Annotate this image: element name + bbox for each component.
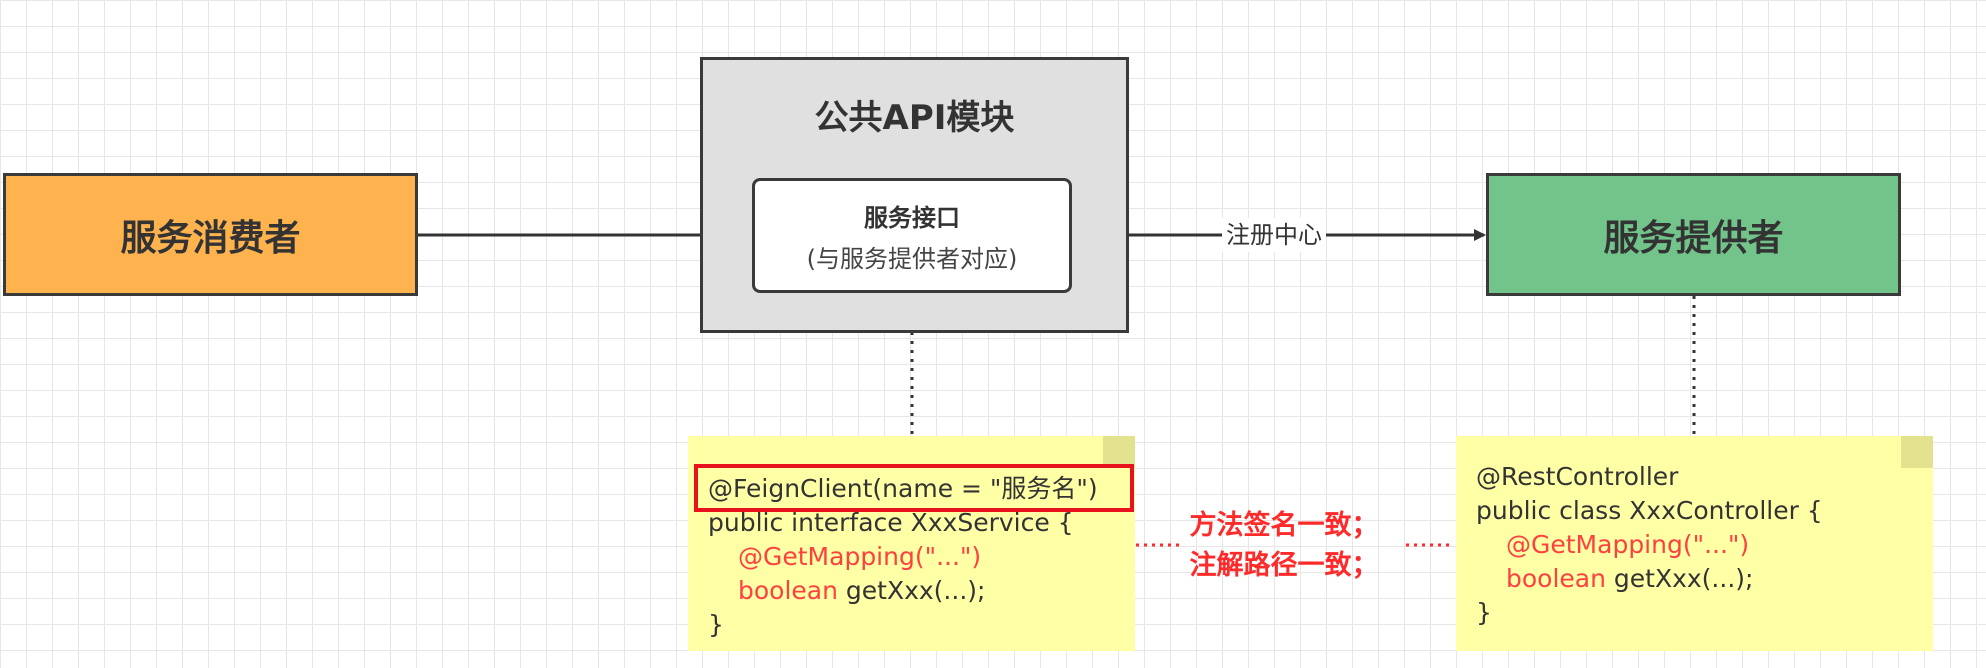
feign-client-highlight-box (694, 464, 1134, 512)
interface-declaration: public interface XxxService { (708, 508, 1074, 537)
return-type-keyword: boolean (1506, 564, 1606, 593)
agreement-line-path: 注解路径一致； (1189, 550, 1379, 581)
rest-controller-annotation: @RestController (1476, 462, 1679, 491)
service-interface-title: 服务接口 (864, 203, 960, 232)
agreement-line-signature: 方法签名一致； (1189, 510, 1379, 541)
method-signature: getXxx(...); (837, 576, 986, 605)
service-consumer-label: 服务消费者 (120, 217, 301, 259)
method-signature: getXxx(...); (1605, 564, 1754, 593)
class-declaration: public class XxxController { (1476, 496, 1823, 525)
service-consumer-box: 服务消费者 (3, 173, 418, 296)
closing-brace: } (708, 610, 724, 639)
consumer-code-note: @FeignClient(name = "服务名") public interf… (688, 436, 1135, 651)
get-mapping-annotation: @GetMapping("...") (738, 542, 982, 571)
get-mapping-annotation: @GetMapping("...") (1506, 530, 1750, 559)
provider-code-note: @RestController public class XxxControll… (1456, 436, 1933, 651)
closing-brace: } (1476, 598, 1492, 627)
note-fold-corner (1901, 436, 1933, 468)
feign-client-annotation: @FeignClient(name = "服务名") (708, 474, 1098, 503)
service-interface-subtitle: (与服务提供者对应) (806, 244, 1018, 273)
service-interface-box: 服务接口 (与服务提供者对应) (752, 178, 1072, 293)
service-provider-label: 服务提供者 (1603, 217, 1784, 259)
service-provider-box: 服务提供者 (1486, 173, 1901, 296)
note-fold-corner (1103, 436, 1135, 468)
public-api-module-title: 公共API模块 (814, 98, 1015, 138)
agreement-text: 方法签名一致； 注解路径一致； (1184, 506, 1384, 586)
registry-label: 注册中心 (1222, 218, 1326, 252)
return-type-keyword: boolean (738, 576, 838, 605)
